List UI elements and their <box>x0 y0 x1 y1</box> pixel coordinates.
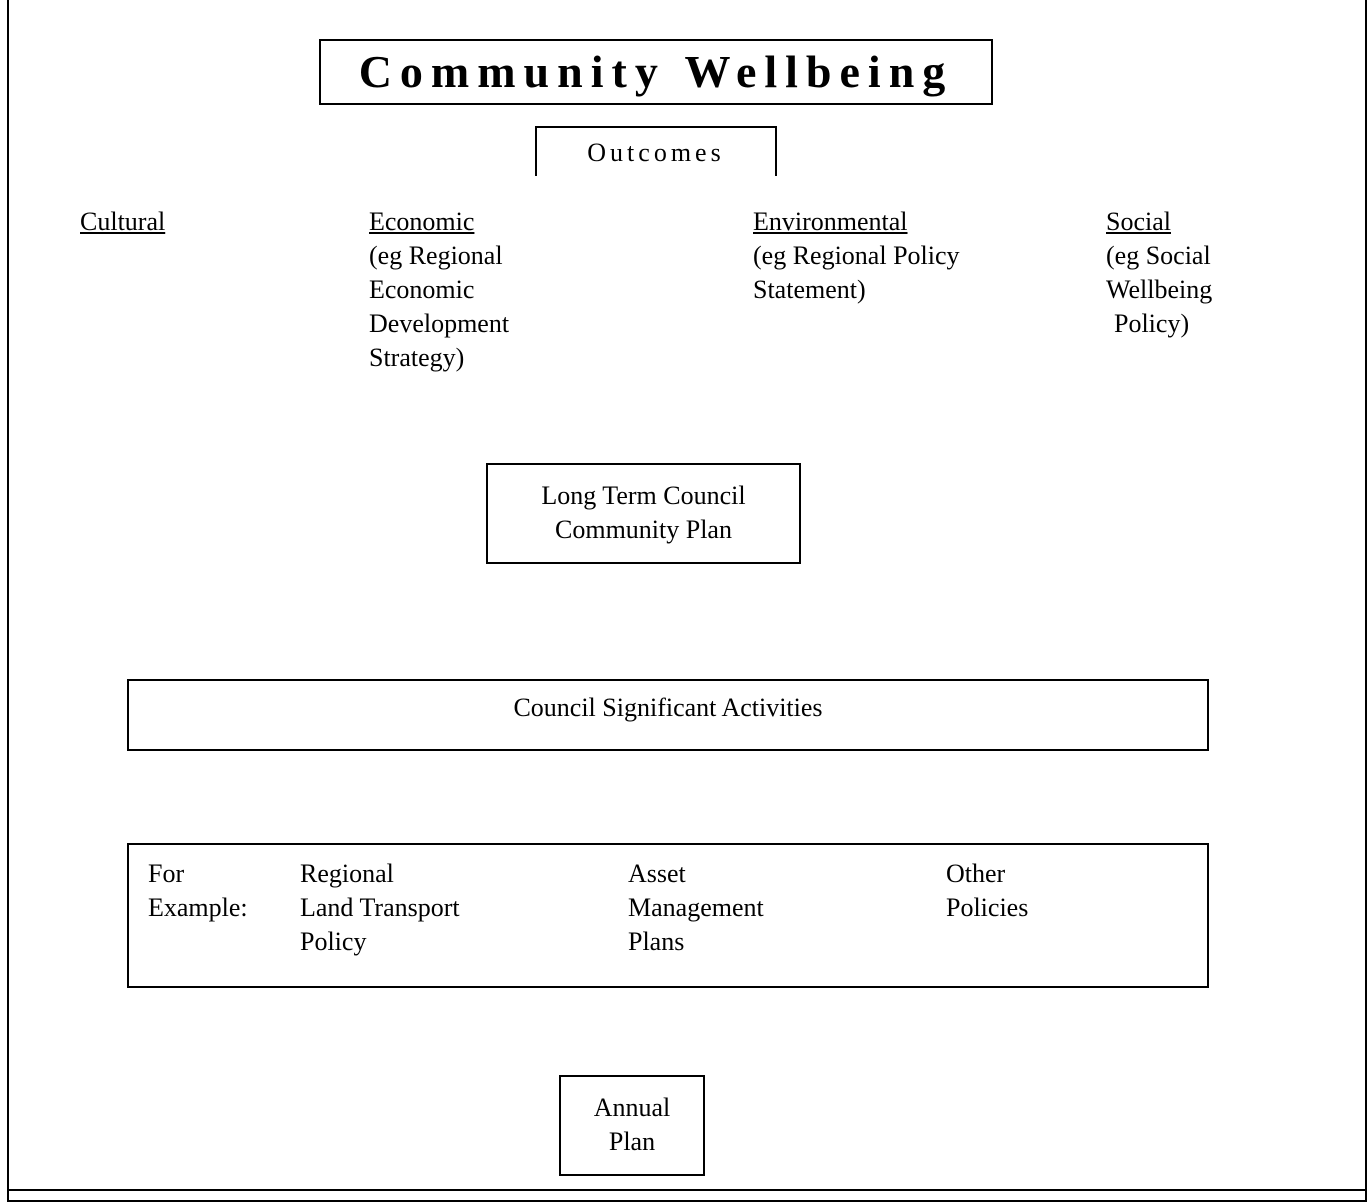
outcome-environmental-heading: Environmental <box>753 207 908 236</box>
outcome-social-heading: Social <box>1106 207 1171 236</box>
asset-plans-line-3: Plans <box>628 927 685 956</box>
ltccp-box: Long Term Council Community Plan <box>486 463 801 564</box>
annual-plan-box: Annual Plan <box>559 1075 705 1176</box>
examples-box: For Example: Regional Land Transport Pol… <box>127 843 1209 988</box>
outcome-economic-line: Development <box>369 309 510 338</box>
examples-intro-line-1: For <box>148 859 185 888</box>
other-policies-line-1: Other <box>946 859 1006 888</box>
outcome-social-line: Policy) <box>1114 309 1190 338</box>
outcome-social-line: Wellbeing <box>1106 275 1213 304</box>
asset-plans-line-2: Management <box>628 893 764 922</box>
outcome-cultural-heading: Cultural <box>80 207 166 236</box>
other-policies-line-2: Policies <box>946 893 1029 922</box>
outcome-economic-heading: Economic <box>369 207 475 236</box>
activities-box: Council Significant Activities <box>127 679 1209 751</box>
outcome-environmental-line: (eg Regional Policy <box>753 241 960 270</box>
outcome-economic-line: Economic <box>369 275 475 304</box>
asset-plans-line-1: Asset <box>628 859 686 888</box>
outcomes-label: Outcomes <box>587 138 725 167</box>
ltccp-line-1: Long Term Council <box>541 481 746 510</box>
transport-policy-line-1: Regional <box>300 859 394 888</box>
transport-policy-line-2: Land Transport <box>300 893 460 922</box>
bottom-divider <box>7 1189 1367 1191</box>
outer-frame <box>7 0 1367 1202</box>
examples-intro-line-2: Example: <box>148 893 248 922</box>
outcomes-box: Outcomes <box>535 126 777 176</box>
transport-policy-line-3: Policy <box>300 927 367 956</box>
activities-label: Council Significant Activities <box>513 693 823 722</box>
outcome-social-line: (eg Social <box>1106 241 1211 270</box>
outcome-environmental-line: Statement) <box>753 275 866 304</box>
diagram-title: Community Wellbeing <box>358 46 954 97</box>
ltccp-line-2: Community Plan <box>555 515 732 544</box>
title-box: Community Wellbeing <box>319 39 993 105</box>
annual-plan-line-1: Annual <box>593 1093 671 1122</box>
outcome-economic-line: Strategy) <box>369 343 465 372</box>
annual-plan-line-2: Plan <box>608 1127 656 1156</box>
outcome-economic-line: (eg Regional <box>369 241 503 270</box>
